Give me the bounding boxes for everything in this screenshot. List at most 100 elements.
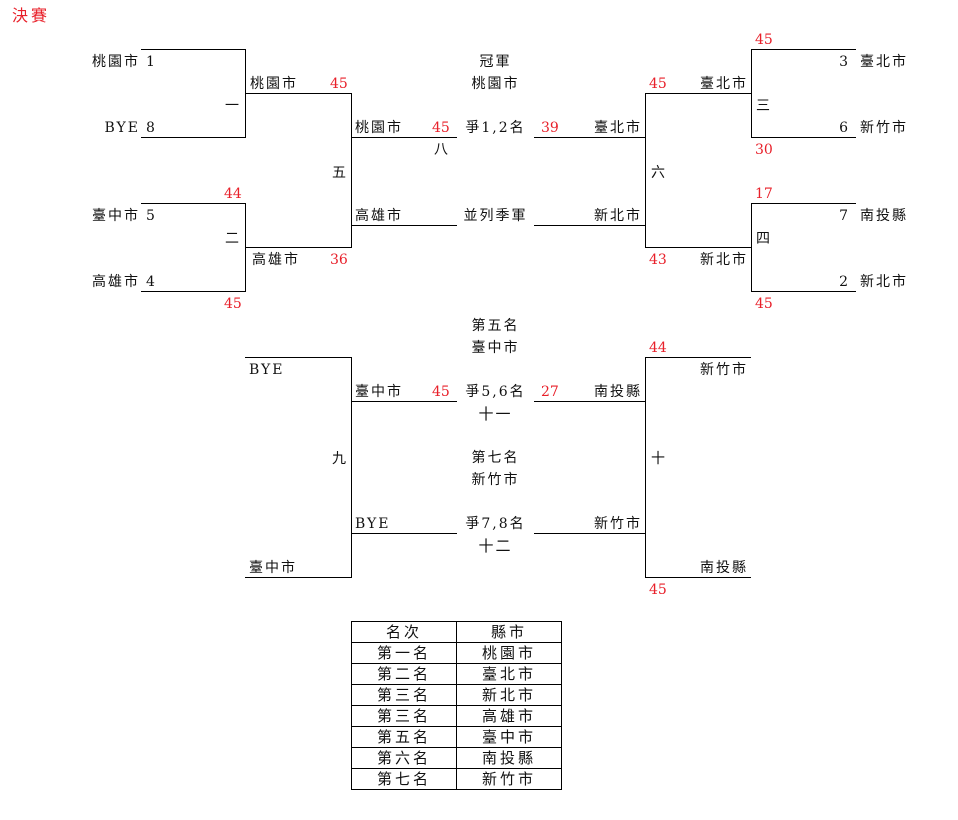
game-5-bottom-team: 高雄市 (355, 208, 403, 224)
ranking-rank: 第一名 (351, 642, 457, 664)
game-5-label: 五 (332, 165, 348, 181)
game-12-label: 十二 (478, 537, 513, 555)
game-1-winner-score: 45 (330, 76, 348, 92)
seed-7-team: 南投縣 (860, 208, 908, 224)
ranking-table: 名次 縣市 第一名桃園市 第二名臺北市 第三名新北市 第三名高雄市 第五名臺中市… (351, 621, 562, 790)
game-11-title: 爭5,6名 (465, 384, 526, 400)
game-3-label: 三 (756, 98, 772, 114)
seventh-place-label: 第七名 (471, 450, 520, 466)
line-g2-winner (245, 247, 351, 248)
game-1-label: 一 (225, 98, 241, 114)
line-g10-bottom (645, 577, 751, 578)
third-place-label: 並列季軍 (463, 208, 528, 224)
game-4-winner: 新北市 (700, 252, 748, 268)
game-10-top-score: 44 (649, 340, 667, 356)
game-4-winner-score: 43 (649, 252, 667, 268)
ranking-city: 桃園市 (456, 642, 562, 664)
line-g4-bottom (751, 291, 856, 292)
game-4-bottom-score: 45 (755, 296, 773, 312)
line-g11-left (351, 401, 457, 402)
ranking-rank: 第七名 (351, 768, 457, 790)
line-g4-top (751, 203, 856, 204)
game-10-label: 十 (651, 451, 667, 467)
seed-3-number: 3 (839, 54, 850, 70)
ranking-rank: 第五名 (351, 726, 457, 748)
line-g3-top (751, 49, 856, 50)
seed-4-team: 高雄市 (92, 274, 140, 290)
game-5-top-team: 桃園市 (355, 120, 403, 136)
ranking-rank: 第六名 (351, 747, 457, 769)
ranking-row: 第三名新北市 (351, 684, 562, 706)
seed-8-team: BYE (104, 120, 140, 136)
game-2-bottom-score: 45 (224, 296, 242, 312)
seed-7-number: 7 (839, 208, 850, 224)
game-3-top-score: 45 (755, 32, 773, 48)
game-8-label: 八 (434, 142, 450, 158)
seventh-place-team: 新竹市 (471, 472, 520, 488)
line-g1-winner (245, 93, 351, 94)
seed-2-number: 2 (839, 274, 850, 290)
game-11-label: 十一 (478, 405, 513, 423)
fifth-place-label: 第五名 (471, 318, 520, 334)
line-g3-vertical (751, 49, 752, 138)
final-title: 爭1,2名 (465, 120, 526, 136)
game-6-bottom-team: 新北市 (594, 208, 642, 224)
line-g5-vertical (351, 93, 352, 248)
line-g1-bottom (141, 137, 245, 138)
line-g12-right (534, 533, 645, 534)
ranking-header-city: 縣市 (456, 621, 562, 643)
line-g10-top (645, 357, 751, 358)
game-2-label: 二 (225, 231, 241, 247)
seed-3-team: 臺北市 (860, 54, 908, 70)
game-10-winner-score: 27 (541, 384, 559, 400)
seed-1-team: 桃園市 (92, 54, 140, 70)
line-g1-top (141, 49, 245, 50)
ranking-header-rank: 名次 (351, 621, 457, 643)
game-6-top-team: 臺北市 (594, 120, 642, 136)
game-12-right-team: 新竹市 (594, 516, 642, 532)
ranking-rank: 第三名 (351, 684, 457, 706)
line-g2-top (141, 203, 245, 204)
ranking-rank: 第二名 (351, 663, 457, 685)
seed-4-number: 4 (146, 274, 157, 290)
game-4-top-score: 17 (755, 186, 773, 202)
game-6-label: 六 (651, 165, 667, 181)
game-10-top-team: 新竹市 (700, 362, 748, 378)
game-10-winner: 南投縣 (594, 384, 642, 400)
game-2-winner: 高雄市 (252, 252, 300, 268)
ranking-rank: 第三名 (351, 705, 457, 727)
seed-8-number: 8 (146, 120, 157, 136)
ranking-row: 第六名南投縣 (351, 747, 562, 769)
seed-2-team: 新北市 (860, 274, 908, 290)
line-g6-vertical (645, 93, 646, 248)
game-3-winner: 臺北市 (700, 76, 748, 92)
line-g9-vertical (351, 357, 352, 578)
ranking-row: 第二名臺北市 (351, 663, 562, 685)
game-3-bottom-score: 30 (755, 142, 773, 158)
game-2-winner-score: 36 (330, 252, 348, 268)
champion-team: 桃園市 (471, 76, 520, 92)
game-12-title: 爭7,8名 (465, 516, 526, 532)
seed-6-number: 6 (839, 120, 850, 136)
game-2-top-score: 44 (224, 186, 242, 202)
line-g6-winner (534, 137, 645, 138)
line-g5-winner (351, 137, 457, 138)
line-g3-winner (645, 93, 751, 94)
line-g12-left (351, 533, 457, 534)
game-6-top-score: 39 (541, 120, 559, 136)
seed-6-team: 新竹市 (860, 120, 908, 136)
game-10-bottom-team: 南投縣 (700, 560, 748, 576)
ranking-city: 新北市 (456, 684, 562, 706)
line-g11-right (534, 401, 645, 402)
fifth-place-team: 臺中市 (471, 340, 520, 356)
game-10-bottom-score: 45 (649, 582, 667, 598)
ranking-city: 南投縣 (456, 747, 562, 769)
ranking-row: 第一名桃園市 (351, 642, 562, 664)
game-9-top-team: BYE (249, 362, 285, 378)
game-9-winner: 臺中市 (355, 384, 403, 400)
game-1-winner: 桃園市 (250, 76, 298, 92)
ranking-row: 第七名新竹市 (351, 768, 562, 790)
line-g10-vertical (645, 357, 646, 578)
line-g4-winner (645, 247, 751, 248)
ranking-header-row: 名次 縣市 (351, 621, 562, 643)
